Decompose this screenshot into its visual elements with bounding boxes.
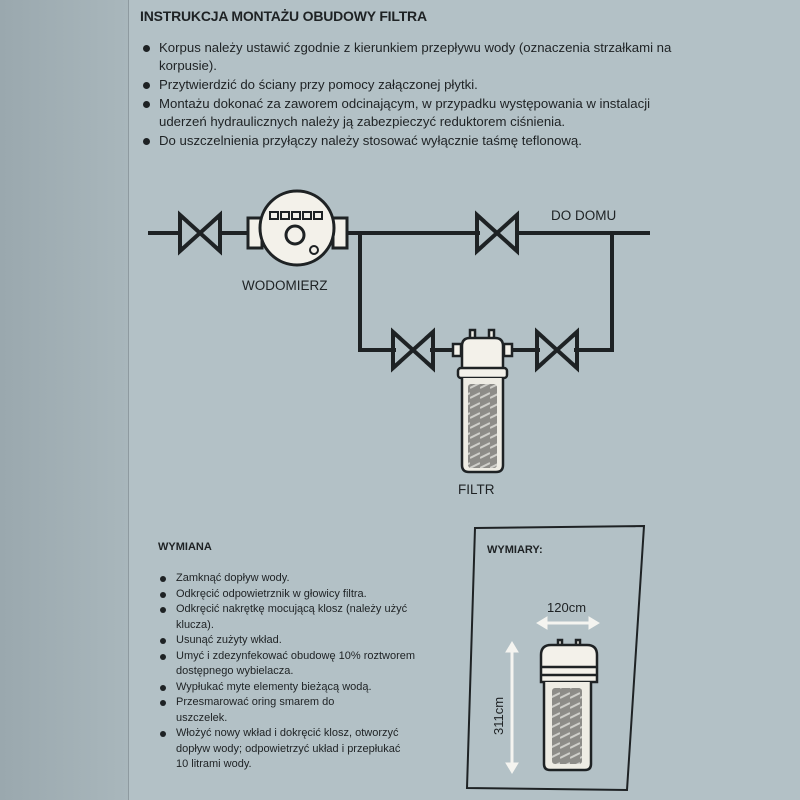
page-title: INSTRUKCJA MONTAŻU OBUDOWY FILTRA <box>140 8 427 24</box>
list-item: Przytwierdzić do ściany przy pomocy załą… <box>141 76 681 94</box>
box-fold-line <box>128 0 129 800</box>
height-label: 311cm <box>491 697 506 735</box>
width-label: 120cm <box>547 600 586 615</box>
replacement-heading: WYMIANA <box>158 541 212 553</box>
filter-dimension-icon <box>539 638 599 772</box>
replacement-steps-list: Zamknąć dopływ wody. Odkręcić odpowietrz… <box>158 571 458 773</box>
install-steps-list: Korpus należy ustawić zgodnie z kierunki… <box>141 39 681 151</box>
list-item: Montażu dokonać za zaworem odcinającym, … <box>141 95 681 131</box>
height-arrow-icon <box>505 641 519 774</box>
house-label: DO DOMU <box>551 208 616 223</box>
water-meter-label: WODOMIERZ <box>242 278 328 293</box>
list-item: Usunąć zużyty wkład. <box>158 633 458 649</box>
filter-label: FILTR <box>458 482 495 497</box>
width-arrow-icon <box>536 616 600 630</box>
list-item: Umyć i zdezynfekować obudowę 10% roztwor… <box>158 649 431 680</box>
list-item: Włożyć nowy wkład i dokręcić klosz, otwo… <box>158 726 411 773</box>
list-item: Odkręcić odpowietrznik w głowicy filtra. <box>158 587 458 603</box>
list-item: Wypłukać myte elementy bieżącą wodą. <box>158 680 458 696</box>
dimensions-heading: WYMIARY: <box>487 544 543 556</box>
water-meter-icon <box>246 189 349 267</box>
list-item: Przesmarować oring smarem do uszczelek. <box>158 695 366 726</box>
list-item: Do uszczelnienia przyłączy należy stosow… <box>141 132 681 150</box>
box-side-panel <box>0 0 128 800</box>
list-item: Korpus należy ustawić zgodnie z kierunki… <box>141 39 681 75</box>
list-item: Zamknąć dopływ wody. <box>158 571 458 587</box>
dimensions-panel: WYMIARY: 120cm 311cm <box>465 524 646 792</box>
list-item: Odkręcić nakrętkę mocującą klosz (należy… <box>158 602 416 633</box>
filter-housing-icon <box>451 328 514 474</box>
